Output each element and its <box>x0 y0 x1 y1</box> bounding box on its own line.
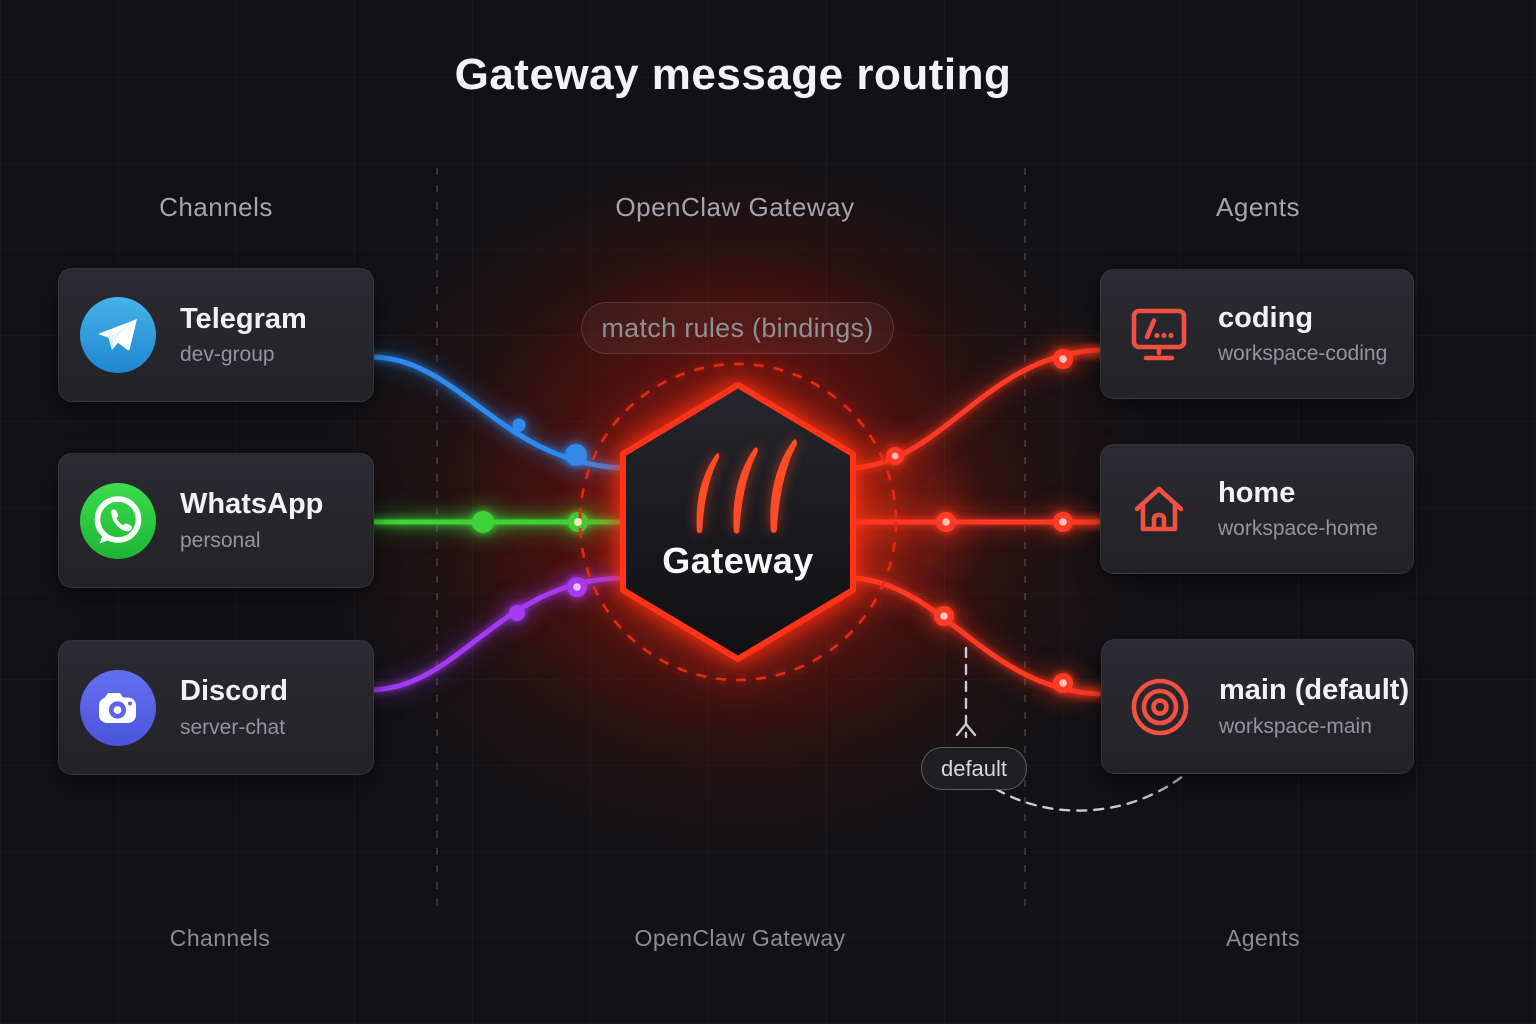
header-gateway: OpenClaw Gateway <box>615 192 855 222</box>
page-title: Gateway message routing <box>454 50 1012 99</box>
footer-agents: Agents <box>1225 925 1301 951</box>
footer-channels: Channels <box>169 925 271 951</box>
footer-gateway: OpenClaw Gateway <box>634 925 846 951</box>
gateway-node-label: Gateway <box>662 540 814 581</box>
match-rules-pill: match rules (bindings) <box>581 302 894 354</box>
default-pill: default <box>921 747 1027 790</box>
header-channels: Channels <box>159 192 273 222</box>
header-agents: Agents <box>1216 192 1300 222</box>
